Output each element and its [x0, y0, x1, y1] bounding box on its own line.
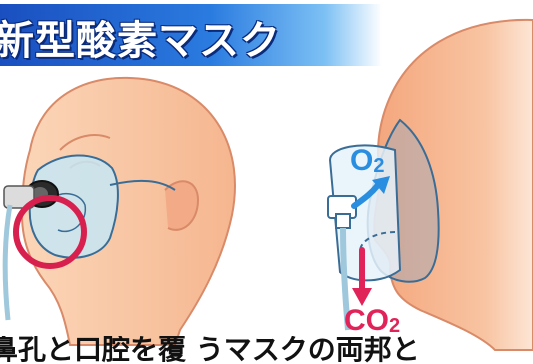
- left-head: [4, 78, 235, 345]
- right-profile: [328, 20, 533, 350]
- o2-label: O2: [350, 144, 384, 178]
- left-oxygen-tube: [5, 205, 10, 320]
- co2-label: CO2: [344, 304, 400, 338]
